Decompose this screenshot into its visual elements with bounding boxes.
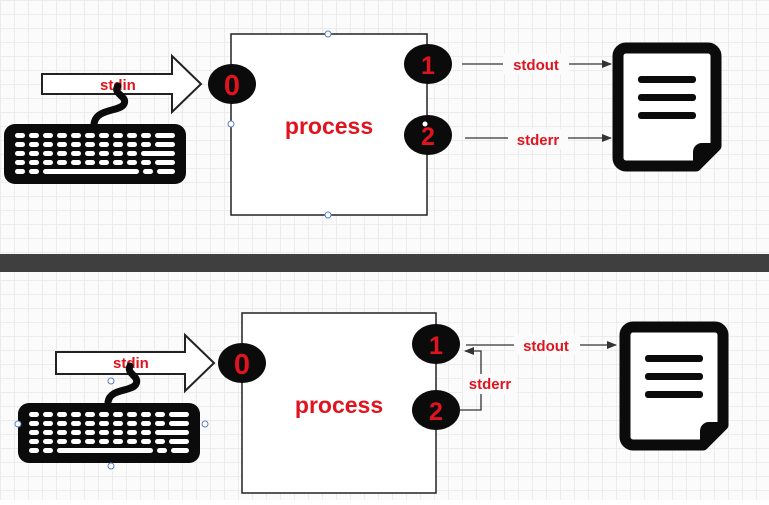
stderr-label: stderr — [469, 376, 512, 393]
bottom-diagram: stdin process 0 1 2 stdout stderr — [14, 312, 723, 494]
fd2-node — [412, 390, 460, 430]
fd0-label: 0 — [234, 349, 250, 381]
stderr-label: stderr — [517, 132, 560, 149]
selection-handle — [324, 30, 332, 38]
document-icon — [625, 327, 723, 445]
selection-handle — [14, 420, 22, 428]
connection-point — [422, 121, 428, 127]
section-divider — [0, 254, 769, 272]
keyboard-icon — [18, 403, 200, 463]
keyboard-cable — [90, 82, 129, 128]
fd1-node — [412, 324, 460, 364]
keyboard-cable — [104, 362, 141, 406]
stdout-label: stdout — [513, 57, 559, 74]
fd2-label: 2 — [429, 398, 443, 426]
fd0-label: 0 — [224, 70, 240, 102]
top-diagram: stdin process 0 1 2 stdout stderr — [4, 30, 716, 219]
fd1-label: 1 — [429, 332, 443, 360]
process-label: process — [295, 392, 383, 418]
selection-handle — [107, 377, 115, 385]
selection-handle — [201, 420, 209, 428]
fd0-node — [208, 64, 256, 104]
document-icon — [618, 48, 716, 166]
selection-handle — [227, 120, 235, 128]
selection-handle — [107, 462, 115, 470]
process-label: process — [285, 113, 373, 139]
keyboard-icon — [4, 124, 186, 184]
fd2-label: 2 — [421, 123, 435, 151]
process-box — [230, 33, 428, 216]
stdin-arrow — [41, 53, 203, 115]
fd1-node — [404, 44, 452, 84]
fd0-node — [218, 343, 266, 383]
selection-handle — [324, 211, 332, 219]
process-box — [241, 312, 437, 494]
stdout-label: stdout — [523, 338, 569, 355]
fd2-node — [404, 115, 452, 155]
stdin-arrow — [55, 332, 216, 394]
fd1-label: 1 — [421, 52, 435, 80]
